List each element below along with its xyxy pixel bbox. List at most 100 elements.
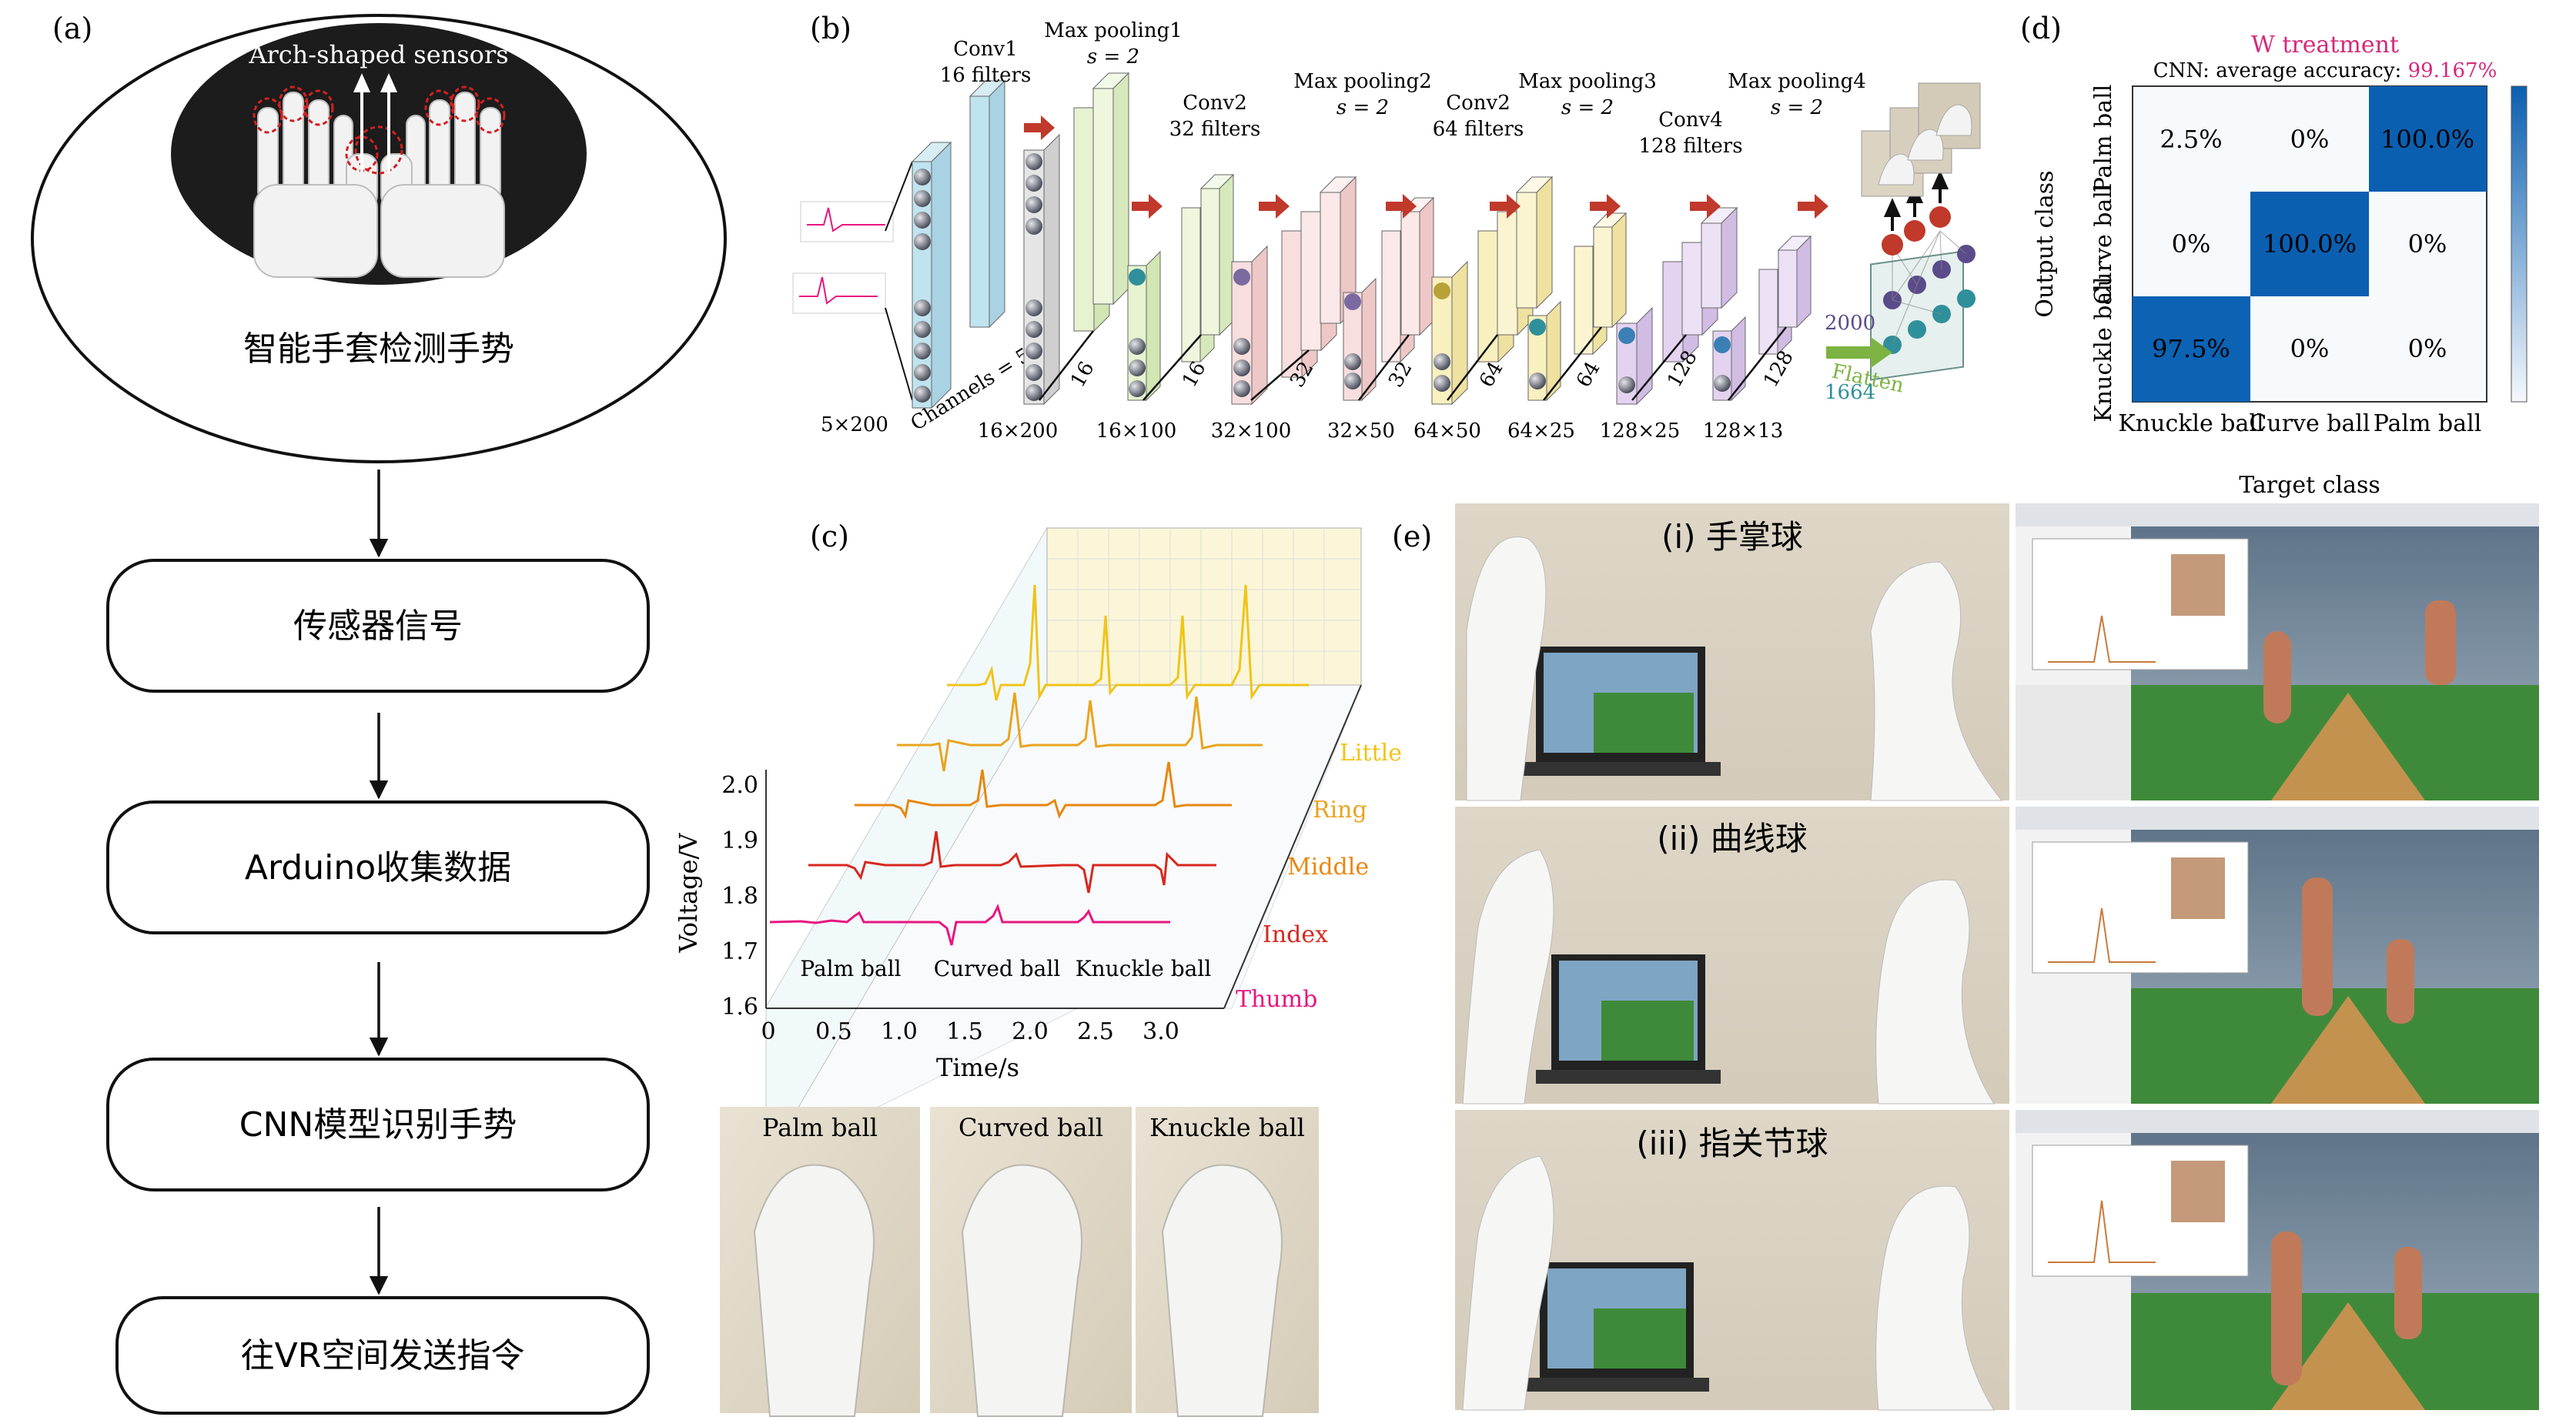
layer-name-4: Max pooling2	[1293, 70, 1432, 93]
finger-label-little: Little	[1340, 740, 1402, 767]
row-label-1: Curve ball	[2090, 183, 2117, 304]
gesture-label-2: Knuckle ball	[1076, 956, 1212, 981]
cell-text-1-0: 0%	[2172, 229, 2211, 259]
input-signals: 5×200	[792, 161, 913, 436]
step-label-4: 往VR空间发送指令	[241, 1336, 525, 1375]
panel-b: (b) 5×200	[792, 12, 1981, 443]
y-axis-label: Voltage/V	[674, 833, 703, 954]
connection-lines	[1039, 326, 1787, 401]
gesture-photos: Palm ball Curved ball Knuckle ball	[720, 1107, 1319, 1417]
step-box-3	[106, 1058, 650, 1191]
finger-label-index: Index	[1263, 921, 1328, 948]
col-labels: Knuckle ball Curve ball Palm ball	[2118, 410, 2481, 437]
finger-label-thumb: Thumb	[1236, 986, 1317, 1013]
matrix-subtitle: CNN: average accuracy: 99.167%	[2153, 59, 2497, 82]
gesture-photo-label-0: Palm ball	[762, 1113, 878, 1142]
panel-a-label: (a)	[52, 12, 92, 45]
depth-5: 64	[1475, 358, 1508, 392]
matrix-title: W treatment	[2251, 32, 2399, 58]
layer-name-1: Conv1	[953, 38, 1018, 61]
layer-headers: Conv1 16 filters Max pooling1 s = 2 Conv…	[940, 19, 1866, 158]
col-label-0: Knuckle ball	[2118, 410, 2263, 437]
panel-a: (a)	[31, 12, 727, 1415]
trace-middle	[855, 761, 1232, 820]
demo-row-2: (ii) 曲线球	[1455, 807, 2539, 1105]
layer-sub-6: s = 2	[1561, 96, 1614, 119]
x-ticks: 0 0.5 1.0 1.5 2.0 2.5 3.0	[761, 1018, 1179, 1045]
dim-8: 128×13	[1703, 419, 1784, 443]
xtick-0: 0	[761, 1018, 775, 1045]
ellipse-caption: 智能手套检测手势	[243, 329, 514, 369]
layer-sub-7: 128 filters	[1638, 135, 1742, 158]
step-label-2: Arduino收集数据	[245, 848, 511, 887]
finger-label-ring: Ring	[1313, 797, 1367, 824]
panel-e: (e) (i) 手掌球	[1392, 503, 2539, 1411]
trace-little	[947, 584, 1309, 701]
cell-text-1-2: 0%	[2408, 229, 2447, 259]
layer-sub-5: 64 filters	[1433, 118, 1524, 141]
dim-4: 32×50	[1327, 419, 1395, 443]
cell-text-2-2: 0%	[2408, 334, 2447, 363]
dim-3: 32×100	[1211, 419, 1292, 443]
glove-photo: Arch-shaped sensors	[171, 23, 587, 285]
step-label-1: 传感器信号	[293, 607, 463, 646]
layer-name-7: Conv4	[1658, 109, 1723, 132]
dense-2000: 2000	[1825, 312, 1875, 335]
dim-labels: 16×200 16×100 32×100 32×50 64×50 64×25 1…	[978, 419, 1784, 443]
row-label-2: Knuckle ball	[2090, 276, 2117, 422]
cell-1-1	[2250, 192, 2369, 296]
accuracy-value: 99.167%	[2408, 59, 2497, 82]
finger-traces	[769, 584, 1309, 946]
y-ticks: 1.6 1.7 1.8 1.9 2.0	[721, 772, 758, 1021]
accuracy-prefix: CNN: average accuracy:	[2153, 59, 2408, 82]
dim-7: 128×25	[1600, 419, 1681, 443]
dense-layers: Flatten 2000 1664	[1825, 82, 1981, 404]
conv1-slab	[1023, 72, 1130, 406]
ytick-1: 1.7	[721, 938, 758, 965]
input-dim: 5×200	[821, 413, 888, 436]
pool3-slab	[1527, 212, 1628, 402]
flatten-arrow	[1826, 337, 1892, 368]
conv2-slab	[1231, 175, 1357, 406]
layer-name-2: Max pooling1	[1044, 19, 1183, 42]
xtick-2: 1.0	[881, 1018, 918, 1045]
cell-text-1-1: 100.0%	[2263, 229, 2357, 259]
depth-6: 64	[1572, 358, 1605, 392]
xtick-3: 1.5	[946, 1018, 983, 1045]
step-label-3: CNN模型识别手势	[239, 1105, 517, 1145]
dim-5: 64×50	[1413, 419, 1481, 443]
ytick-3: 1.9	[721, 827, 758, 854]
finger-label-middle: Middle	[1287, 854, 1369, 881]
cell-0-2	[2369, 86, 2487, 192]
xtick-5: 2.5	[1077, 1018, 1114, 1045]
layer-stacks: Channels = 5	[907, 72, 1981, 436]
dense-1664: 1664	[1825, 381, 1875, 404]
ytick-0: 1.6	[721, 994, 758, 1021]
step-box-2	[106, 800, 650, 934]
ytick-4: 2.0	[721, 772, 758, 799]
arch-sensors-caption: Arch-shaped sensors	[248, 40, 508, 69]
finger-labels: Little Ring Middle Index Thumb	[1236, 740, 1402, 1013]
layer-sub-8: s = 2	[1771, 96, 1823, 119]
depth-2: 16	[1178, 358, 1211, 392]
panel-d: (d) W treatment CNN: average accuracy: 9…	[2020, 12, 2527, 499]
cell-text-0-1: 0%	[2290, 125, 2330, 154]
cell-text-0-2: 100.0%	[2380, 125, 2474, 154]
confusion-matrix: 2.5% 0% 100.0% 0% 100.0% 0% 97.5% 0% 0%	[2132, 85, 2487, 403]
cell-2-0	[2133, 296, 2250, 402]
depth-1: 16	[1066, 358, 1099, 392]
cell-text-0-0: 2.5%	[2159, 125, 2222, 154]
col-label-1: Curve ball	[2249, 410, 2370, 437]
demo-row-1: (i) 手掌球	[1455, 503, 2539, 801]
panel-d-label: (d)	[2020, 12, 2062, 45]
row-label-0: Palm ball	[2090, 85, 2117, 193]
panel-b-label: (b)	[810, 12, 851, 45]
cell-text-2-0: 97.5%	[2152, 334, 2230, 363]
pool2-slab	[1343, 196, 1435, 402]
xtick-1: 0.5	[815, 1018, 852, 1045]
dim-6: 64×25	[1507, 419, 1575, 443]
ball-column-input	[914, 169, 931, 403]
demo-row-label-2: (ii) 曲线球	[1657, 820, 1807, 857]
dim-1: 16×200	[978, 419, 1059, 443]
